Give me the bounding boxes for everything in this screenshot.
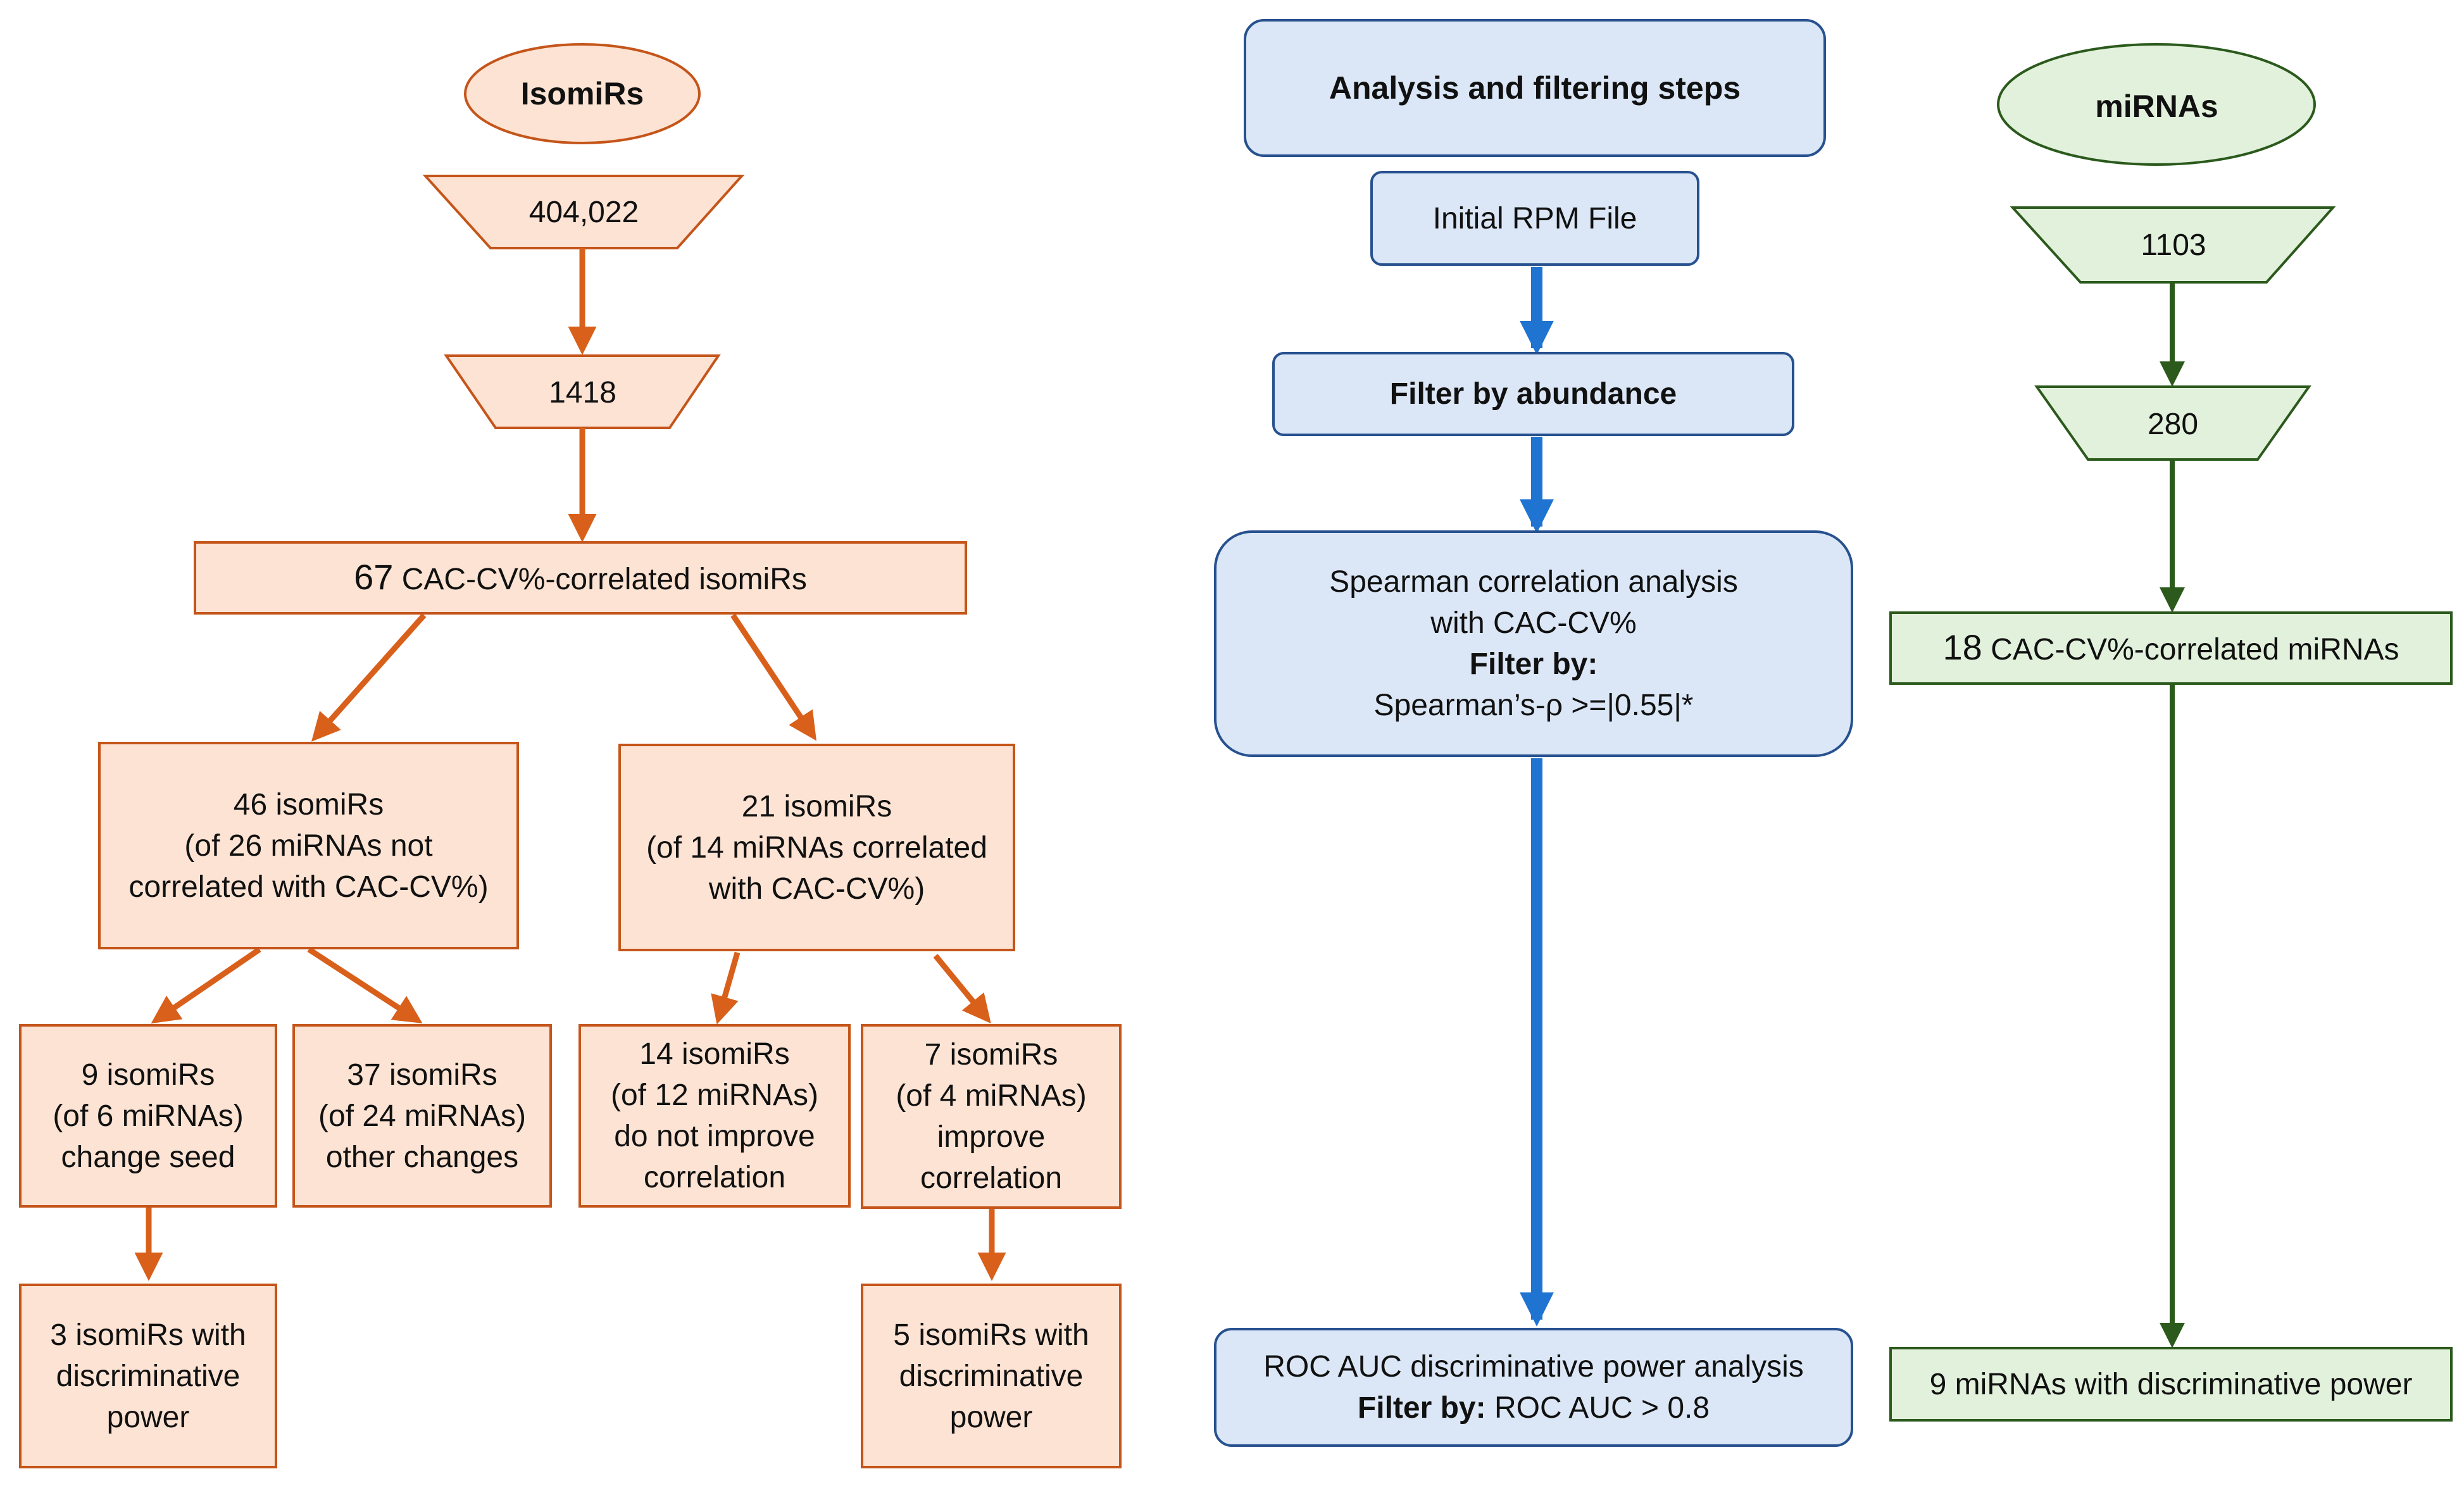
isomirs-correlated-branch-box: 21 isomiRs (of 14 miRNAs correlated with… xyxy=(618,744,1015,951)
mirnas-correlated-count: 18 xyxy=(1942,627,1982,667)
isomirs-initial-trapezoid xyxy=(422,175,745,249)
isomirs-correlated-label: CAC-CV%-correlated isomiRs xyxy=(401,562,807,596)
isomirs-arrow-6 xyxy=(307,947,423,1023)
mirnas-header-text: miRNAs xyxy=(2095,88,2218,124)
isomirs-abundance-trapezoid xyxy=(444,354,721,429)
mirnas-initial-trapezoid xyxy=(2010,206,2336,284)
mirnas-final-box: 9 miRNAs with discriminative power xyxy=(1889,1347,2453,1422)
isomirs-final-improve-box: 5 isomiRs with discriminative power xyxy=(861,1284,1122,1468)
isomirs-header: IsomiRs xyxy=(465,63,699,124)
steps-initial-box: Initial RPM File xyxy=(1370,171,1699,266)
isomirs-other-changes-box: 37 isomiRs (of 24 miRNAs) other changes xyxy=(292,1024,552,1208)
steps-abundance-box: Filter by abundance xyxy=(1272,352,1794,436)
mirnas-abundance-count: 280 xyxy=(2147,407,2199,441)
isomirs-correlated-count: 67 xyxy=(354,556,394,597)
isomirs-arrow-5 xyxy=(151,947,261,1024)
mirnas-header-ellipse xyxy=(1997,43,2316,166)
mirnas-initial-count: 1103 xyxy=(2141,228,2206,262)
isomirs-arrow-3 xyxy=(311,613,427,742)
isomirs-arrow-7 xyxy=(711,951,741,1025)
mirnas-abundance-trapezoid xyxy=(2034,385,2311,461)
isomirs-correlated-box: 67 CAC-CV%-correlated isomiRs xyxy=(194,541,967,615)
isomirs-header-text: IsomiRs xyxy=(520,75,644,111)
steps-header-box: Analysis and filtering steps xyxy=(1244,19,1826,157)
isomirs-arrow-8 xyxy=(933,954,991,1023)
steps-spearman-box: Spearman correlation analysis with CAC-C… xyxy=(1214,530,1853,757)
steps-header-text: Analysis and filtering steps xyxy=(1329,70,1741,106)
isomirs-change-seed-box: 9 isomiRs (of 6 miRNAs) change seed xyxy=(19,1024,277,1208)
isomirs-arrow-4 xyxy=(730,613,816,741)
mirnas-header: miRNAs xyxy=(2000,76,2313,137)
isomirs-initial-count: 404,022 xyxy=(528,195,639,229)
isomirs-not-correlated-box: 46 isomiRs (of 26 miRNAs not correlated … xyxy=(98,742,519,949)
mirnas-correlated-label: CAC-CV%-correlated miRNAs xyxy=(1991,632,2399,666)
isomirs-abundance-count: 1418 xyxy=(549,375,616,410)
isomirs-not-improve-box: 14 isomiRs (of 12 miRNAs) do not improve… xyxy=(578,1024,851,1208)
isomirs-header-ellipse xyxy=(464,43,701,144)
isomirs-final-seed-box: 3 isomiRs with discriminative power xyxy=(19,1284,277,1468)
isomirs-improve-box: 7 isomiRs (of 4 miRNAs) improve correlat… xyxy=(861,1024,1122,1209)
mirnas-correlated-box: 18 CAC-CV%-correlated miRNAs xyxy=(1889,611,2453,685)
steps-roc-box: ROC AUC discriminative power analysis Fi… xyxy=(1214,1328,1853,1447)
